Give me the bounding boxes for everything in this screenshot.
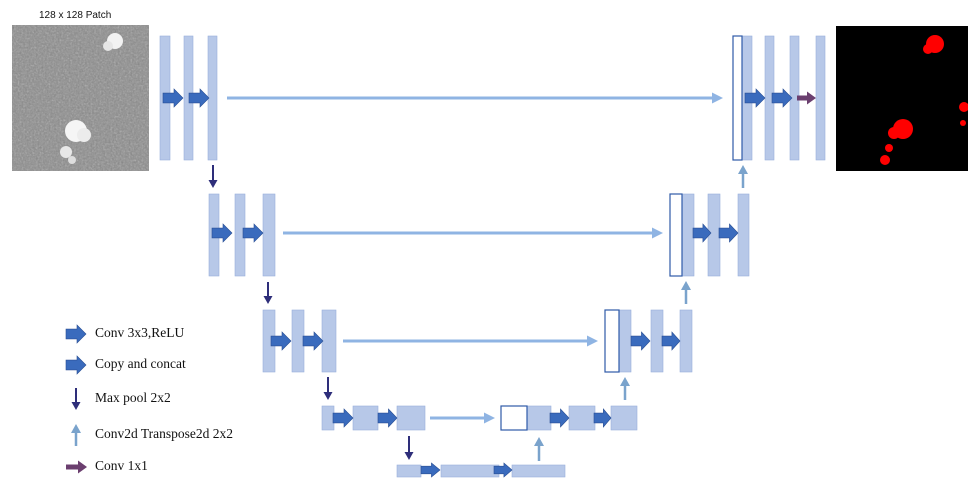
feature-map (815, 35, 826, 161)
feature-map (262, 193, 276, 277)
legend-final-icon (66, 460, 87, 474)
feature-map (526, 405, 552, 431)
legend-label-copy: Copy and concat (95, 356, 186, 371)
skip-connections (227, 92, 723, 424)
conv-arrow (270, 331, 292, 351)
legend-upconv-icon (71, 424, 81, 446)
skip-connection-arrow (343, 335, 598, 347)
feature-map (737, 193, 750, 277)
feature-map (321, 405, 335, 431)
skip-connection-arrow (227, 92, 723, 104)
conv-arrow (630, 331, 651, 351)
max-pool-arrow (404, 436, 414, 460)
conv-arrow (692, 223, 712, 243)
feature-map (610, 405, 638, 431)
conv-arrow (744, 88, 766, 108)
feature-map (681, 193, 695, 277)
legend-label-conv: Conv 3x3,ReLU (95, 325, 185, 340)
conv-arrow (377, 408, 398, 428)
conv-arrow (549, 408, 570, 428)
conv-arrow (162, 88, 184, 108)
feature-map (650, 309, 664, 373)
final-conv-arrow (797, 91, 816, 105)
copied-feature-map (604, 309, 620, 373)
feature-map (440, 464, 500, 478)
skip-connection-arrow (430, 412, 495, 424)
conv-arrow (718, 223, 739, 243)
conv-arrow (242, 223, 264, 243)
feature-map (511, 464, 566, 478)
upconv-arrow (534, 437, 544, 461)
feature-map (396, 405, 426, 431)
conv-arrow (661, 331, 681, 351)
skip-connection-arrow (283, 227, 663, 239)
max-pool-arrow (263, 282, 273, 304)
copied-feature-map (669, 193, 683, 277)
conv-arrows (162, 88, 793, 478)
conv-arrow (211, 223, 233, 243)
max-pool-arrow (323, 377, 333, 400)
conv-arrow (332, 408, 354, 428)
max-pool-arrow (208, 165, 218, 188)
conv-arrow (593, 408, 612, 428)
feature-map (321, 309, 337, 373)
input-patch-image (12, 25, 149, 171)
legend-conv-icon (65, 324, 87, 344)
output-mask-image (836, 26, 968, 171)
feature-map (396, 464, 422, 478)
copied-feature-map (500, 405, 528, 431)
conv-arrow (771, 88, 793, 108)
feature-map (568, 405, 596, 431)
upconv-arrow (738, 165, 748, 188)
feature-map (707, 193, 721, 277)
legend-label-upconv: Conv2d Transpose2d 2x2 (95, 426, 234, 441)
input-patch-label: 128 x 128 Patch (39, 10, 112, 21)
feature-map (679, 309, 693, 373)
copied-feature-map (732, 35, 743, 161)
final-conv-arrow (797, 91, 816, 105)
feature-map (618, 309, 632, 373)
legend-label-pool: Max pool 2x2 (95, 390, 171, 405)
legend-copy-icon (65, 355, 87, 375)
upconv-arrow (620, 377, 630, 400)
feature-map (291, 309, 305, 373)
conv-arrow (188, 88, 210, 108)
feature-maps (159, 35, 826, 478)
conv-arrow (302, 331, 324, 351)
upconv-arrows (534, 165, 748, 461)
conv-arrow (420, 462, 441, 478)
legend-label-final: Conv 1x1 (95, 458, 148, 473)
legend-icons (65, 324, 87, 474)
upconv-arrow (681, 281, 691, 304)
pool-arrows (208, 165, 414, 460)
legend-pool-icon (71, 388, 81, 410)
conv-arrow (493, 462, 513, 478)
feature-map (352, 405, 379, 431)
